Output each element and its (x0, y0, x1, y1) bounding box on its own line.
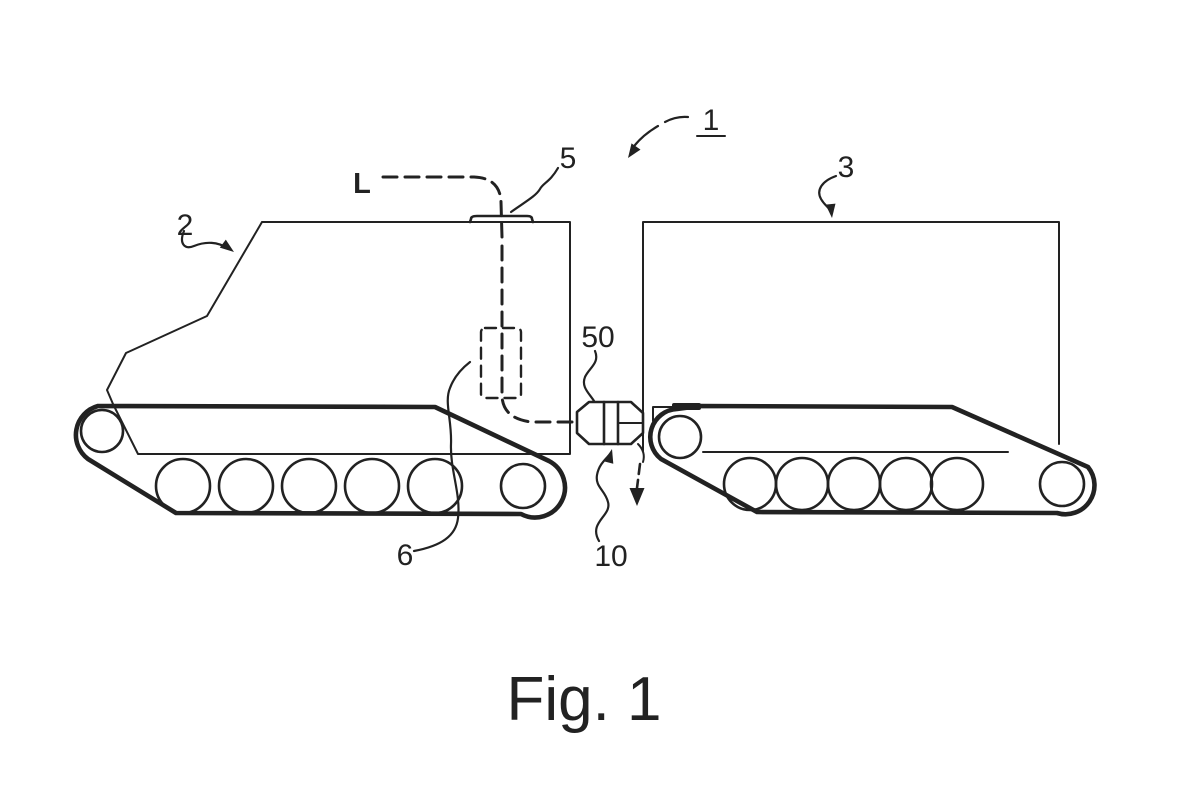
right-road-wheel-2 (774, 456, 830, 512)
figure-caption: Fig. 1 (506, 665, 661, 734)
coupling-assembly (575, 400, 645, 446)
left-track-band (73, 403, 568, 520)
centerline-and-unit (381, 175, 578, 424)
right-end-wheel (1038, 460, 1086, 508)
leader-assembly-tail (663, 115, 690, 124)
right-idler-wheel (657, 414, 703, 460)
annotation-labels: 1 2 3 5 6 10 50 L Fig. 1 (177, 104, 855, 734)
left-road-wheel-1 (154, 457, 212, 515)
right-road-wheel-3 (826, 456, 882, 512)
left-idler-wheel (79, 408, 125, 454)
leader-internal-unit (412, 360, 472, 553)
assembly-arrowhead (628, 143, 641, 158)
right-track (647, 403, 1097, 517)
centerline-dashed (500, 244, 578, 424)
right-track-band (647, 403, 1097, 517)
left-end-wheel (499, 462, 547, 510)
right-road-wheel-4 (878, 456, 934, 512)
annotation-leaders (180, 115, 838, 553)
left-road-wheel-5 (406, 457, 464, 515)
label-internal-unit: 6 (397, 539, 414, 572)
release-arrow-curve (637, 443, 645, 463)
right-road-wheel-5 (929, 456, 985, 512)
left-track (73, 403, 568, 520)
label-second-vehicle: 3 (838, 151, 855, 184)
label-coupling: 50 (581, 321, 614, 354)
label-assembly: 1 (703, 104, 720, 137)
left-vehicle-body-outline (106, 221, 571, 455)
release-arrowhead (629, 488, 645, 506)
leader-roof-fitting (509, 166, 560, 214)
right-vehicle (642, 221, 1097, 517)
left-road-wheel-4 (343, 457, 401, 515)
release-arrow (629, 443, 645, 506)
second-vehicle-arrowhead (825, 203, 836, 218)
label-release-point: 10 (594, 540, 627, 573)
release-arrow-shaft (635, 462, 642, 490)
left-road-wheel-2 (217, 457, 275, 515)
label-roof-fitting: 5 (560, 142, 577, 175)
label-centerline: L (353, 168, 371, 200)
left-road-wheel-3 (280, 457, 338, 515)
left-vehicle (73, 214, 571, 520)
leader-first-vehicle (180, 229, 229, 250)
leader-release-point (595, 451, 613, 543)
right-track-bracket (652, 406, 680, 422)
right-vehicle-body-outline (642, 221, 1060, 452)
release-point-arrowhead (603, 449, 614, 464)
leader-assembly (630, 124, 660, 151)
label-first-vehicle: 2 (177, 209, 194, 242)
centerline-solid-lead (381, 175, 504, 239)
first-vehicle-arrowhead (219, 239, 234, 252)
right-road-wheel-1 (722, 456, 778, 512)
leader-coupling (582, 349, 598, 403)
